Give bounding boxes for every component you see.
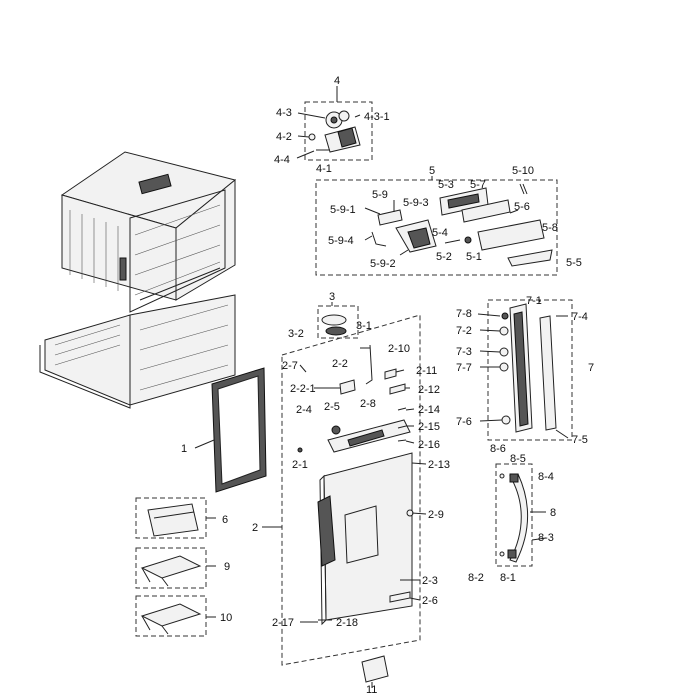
ice-maker-motor-assembly (296, 86, 373, 161)
callout-8-5: 8-5 (510, 453, 526, 465)
callout-5: 5 (429, 165, 435, 177)
callout-6: 6 (222, 514, 228, 526)
callout-2-3: 2-3 (422, 575, 438, 587)
callout-2-5: 2-5 (324, 401, 340, 413)
door-trim-strip-group (477, 299, 573, 441)
callout-5-4: 5-4 (432, 227, 448, 239)
callout-2-8: 2-8 (360, 398, 376, 410)
callout-5-10: 5-10 (512, 165, 534, 177)
callout-5-3: 5-3 (438, 179, 454, 191)
callout-4-1: 4-1 (316, 163, 332, 175)
callout-5-9-1: 5-9-1 (330, 204, 356, 216)
part-11-label-plate (361, 655, 389, 688)
callout-4-4: 4-4 (274, 154, 290, 166)
callout-10: 10 (220, 612, 232, 624)
callout-9: 9 (224, 561, 230, 573)
callout-5-7: 5-7 (470, 179, 486, 191)
callout-2-12: 2-12 (418, 384, 440, 396)
door-gasket (194, 367, 267, 493)
callout-4-3-1: 4-3-1 (364, 111, 390, 123)
dispenser-parts-group (315, 176, 558, 276)
callout-2-6: 2-6 (422, 595, 438, 607)
damper-assembly (317, 302, 359, 339)
callout-2-4: 2-4 (296, 404, 312, 416)
callout-2-15: 2-15 (418, 421, 440, 433)
door-handle-group (495, 463, 547, 567)
callout-5-2: 5-2 (436, 251, 452, 263)
callout-2-18: 2-18 (336, 617, 358, 629)
callout-5-9-2: 5-9-2 (370, 258, 396, 270)
door-assembly (262, 314, 427, 666)
callout-3-2: 3-2 (288, 328, 304, 340)
callout-4: 4 (334, 75, 340, 87)
callout-11: 11 (366, 684, 377, 696)
callout-7-3: 7-3 (456, 346, 472, 358)
callout-8-2: 8-2 (468, 572, 484, 584)
callout-7-2: 7-2 (456, 325, 472, 337)
callout-7-5: 7-5 (572, 434, 588, 446)
callout-2-10: 2-10 (388, 343, 410, 355)
callout-5-8: 5-8 (542, 222, 558, 234)
callout-1: 1 (181, 443, 187, 455)
callout-2-2: 2-2 (332, 358, 348, 370)
callout-7-1: 7-1 (526, 295, 542, 307)
callout-7: 7 (588, 362, 594, 374)
callout-2-7: 2-7 (282, 360, 298, 372)
callout-5-9: 5-9 (372, 189, 388, 201)
callout-3-1: 3-1 (356, 320, 372, 332)
callout-7-7: 7-7 (456, 362, 472, 374)
callout-8-6: 8-6 (490, 443, 506, 455)
callout-8-1: 8-1 (500, 572, 516, 584)
callout-5-5: 5-5 (566, 257, 582, 269)
callout-7-6: 7-6 (456, 416, 472, 428)
callout-5-6: 5-6 (514, 201, 530, 213)
callout-2-17: 2-17 (272, 617, 294, 629)
callout-2-16: 2-16 (418, 439, 440, 451)
callout-2-14: 2-14 (418, 404, 440, 416)
callout-2-11: 2-11 (416, 365, 437, 377)
callout-2-13: 2-13 (428, 459, 450, 471)
callout-2: 2 (252, 522, 258, 534)
callout-8-4: 8-4 (538, 471, 554, 483)
callout-2-1: 2-1 (292, 459, 308, 471)
callout-4-3: 4-3 (276, 107, 292, 119)
refrigerator-cabinet (39, 151, 237, 409)
door-bin-9 (135, 547, 216, 589)
callout-8: 8 (550, 507, 556, 519)
door-bin-10 (135, 595, 216, 637)
callout-8-3: 8-3 (538, 532, 554, 544)
door-bin-6 (135, 497, 216, 539)
callout-3: 3 (329, 291, 335, 303)
callout-2-9: 2-9 (428, 509, 444, 521)
callout-labels: 1 2 2-1 2-2 2-2-1 2-3 2-4 2-5 2-6 2-7 2-… (181, 75, 594, 696)
callout-4-2: 4-2 (276, 131, 292, 143)
callout-5-1: 5-1 (466, 251, 482, 263)
callout-5-9-3: 5-9-3 (403, 197, 429, 209)
callout-7-4: 7-4 (572, 311, 588, 323)
callout-7-8: 7-8 (456, 308, 472, 320)
callout-2-2-1: 2-2-1 (290, 383, 316, 395)
callout-5-9-4: 5-9-4 (328, 235, 354, 247)
